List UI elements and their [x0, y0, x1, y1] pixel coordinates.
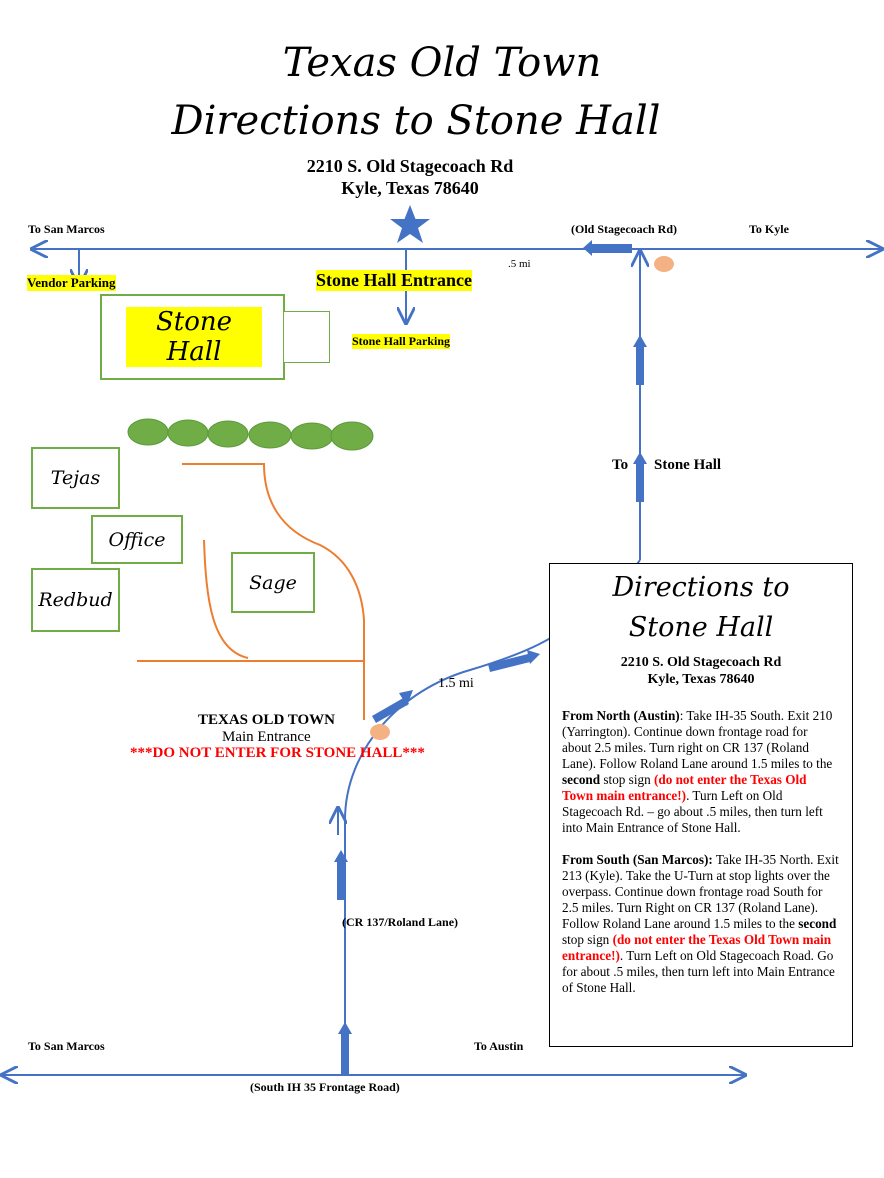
office-building: Office — [91, 515, 183, 564]
north-text1: : Take IH-35 South. Exit 210 (Yarrington… — [562, 708, 833, 771]
tree-icon — [127, 418, 374, 451]
direction-arrow-icon — [583, 240, 632, 256]
main-entrance-name: TEXAS OLD TOWN — [198, 712, 335, 728]
direction-arrow-icon — [338, 1022, 352, 1074]
header-address-line2: Kyle, Texas 78640 — [341, 178, 479, 198]
stone-hall-building-label: Stone Hall — [126, 307, 262, 367]
south-heading: From South (San Marcos): — [562, 852, 713, 867]
north-warning: (do not enter the Texas Old Town main en… — [562, 772, 807, 803]
south-text3: . Turn Left on Old Stagecoach Road. Go f… — [562, 948, 835, 995]
directions-title-line1: Directions to — [612, 572, 790, 603]
stone-hall-building: Stone Hall — [100, 294, 285, 380]
sage-building-label: Sage — [249, 571, 297, 594]
south-warning: (do not enter the Texas Old Town main en… — [562, 932, 832, 963]
stone-hall-annex — [283, 311, 330, 363]
bottom-right-destination: To Austin — [474, 1039, 524, 1053]
directions-from-south: From South (San Marcos): Take IH-35 Nort… — [562, 852, 840, 996]
tejas-building: Tejas — [31, 447, 120, 509]
north-text3: . Turn Left on Old Stagecoach Rd. – go a… — [562, 788, 823, 835]
sage-building: Sage — [231, 552, 315, 613]
walking-paths — [137, 463, 365, 720]
tejas-building-label: Tejas — [50, 467, 101, 489]
curve-distance: 1.5 mi — [438, 676, 474, 691]
direction-arrow-icon — [633, 452, 647, 502]
north-bold-word: second — [562, 772, 601, 787]
south-bold-word: second — [798, 916, 837, 931]
top-left-destination: To San Marcos — [28, 222, 105, 236]
page-title-line2: Directions to Stone Hall — [171, 98, 661, 144]
bottom-road-name: (South IH 35 Frontage Road) — [250, 1080, 400, 1094]
top-road-name: (Old Stagecoach Rd) — [571, 222, 677, 236]
cr137-label: (CR 137/Roland Lane) — [342, 915, 459, 929]
redbud-building: Redbud — [31, 568, 120, 632]
direction-arrow-icon — [334, 850, 348, 900]
stop-sign-icon — [654, 256, 674, 272]
bottom-left-destination: To San Marcos — [28, 1039, 105, 1053]
north-text2: stop sign — [600, 772, 654, 787]
top-right-destination: To Kyle — [749, 222, 789, 236]
to-stone-hall-prefix: To — [612, 457, 629, 473]
directions-address-line1: 2210 S. Old Stagecoach Rd — [620, 655, 782, 670]
direction-arrow-icon — [633, 335, 647, 385]
main-entrance-sub: Main Entrance — [222, 729, 311, 745]
stone-hall-entrance-label: Stone Hall Entrance — [316, 270, 472, 291]
vendor-parking-label: Vendor Parking — [27, 275, 116, 291]
redbud-building-label: Redbud — [38, 589, 113, 611]
stop-sign-icon — [370, 724, 390, 740]
main-entrance-warning: ***DO NOT ENTER FOR STONE HALL*** — [130, 745, 425, 761]
to-stone-hall-label: Stone Hall — [654, 457, 722, 473]
distance-top: .5 mi — [508, 258, 531, 270]
south-text2: stop sign — [562, 932, 613, 947]
north-heading: From North (Austin) — [562, 708, 680, 723]
header-address-line1: 2210 S. Old Stagecoach Rd — [306, 156, 514, 176]
direction-arrow-icon — [488, 650, 540, 672]
office-building-label: Office — [108, 528, 166, 551]
south-text1: Take IH-35 North. Exit 213 (Kyle). Take … — [562, 852, 839, 931]
directions-title-line2: Stone Hall — [628, 612, 774, 643]
page-title-line1: Texas Old Town — [282, 40, 602, 86]
stone-hall-parking-label: Stone Hall Parking — [352, 334, 451, 349]
directions-from-north: From North (Austin): Take IH-35 South. E… — [562, 708, 840, 836]
star-icon — [390, 205, 430, 243]
directions-address-line2: Kyle, Texas 78640 — [647, 672, 755, 687]
direction-arrow-icon — [372, 690, 413, 723]
directions-box: Directions to Stone Hall 2210 S. Old Sta… — [549, 563, 853, 1047]
